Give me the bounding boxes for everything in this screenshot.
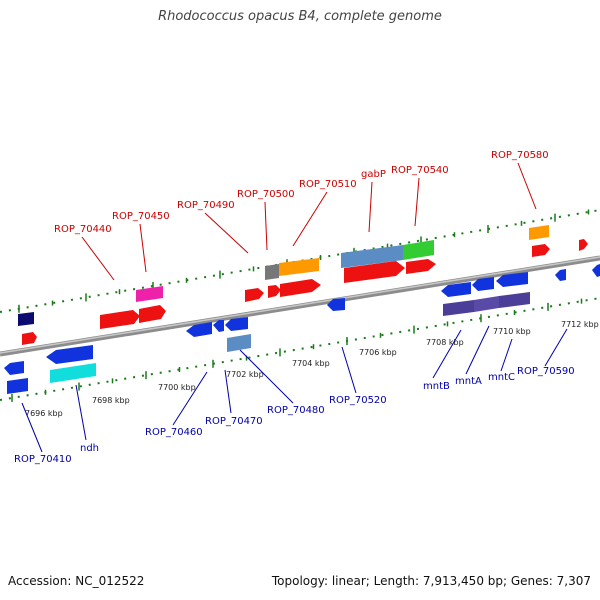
accession-text: Accession: NC_012522 <box>8 574 145 588</box>
reverse-strand-genes <box>4 264 600 394</box>
scale-labels: 7696 kbp 7698 kbp 7700 kbp 7702 kbp 7704… <box>25 320 599 418</box>
gene-label[interactable]: ROP_70480 <box>267 405 325 416</box>
gene-feature[interactable] <box>4 361 24 375</box>
gene-feature[interactable] <box>279 258 319 276</box>
genome-title: Rhodococcus opacus B4, complete genome <box>158 9 442 24</box>
gene-label[interactable]: ROP_70490 <box>177 200 235 211</box>
gene-feature[interactable] <box>474 296 499 312</box>
gene-feature[interactable] <box>579 239 588 251</box>
gene-feature[interactable] <box>268 285 281 298</box>
gene-feature[interactable] <box>443 300 474 316</box>
bottom-gene-labels: ROP_70410 ndh ROP_70460 ROP_70470 ROP_70… <box>14 366 575 465</box>
gene-feature[interactable] <box>100 310 140 329</box>
gene-feature[interactable] <box>280 279 321 297</box>
gene-feature[interactable] <box>227 334 251 352</box>
forward-strand-genes <box>18 225 588 345</box>
gene-label[interactable]: ROP_70410 <box>14 454 72 465</box>
gene-feature[interactable] <box>265 264 279 280</box>
gene-feature[interactable] <box>46 345 93 364</box>
gene-label[interactable]: gabP <box>361 169 386 180</box>
scale-label: 7710 kbp <box>493 327 531 336</box>
gene-label[interactable]: ROP_70590 <box>517 366 575 377</box>
gene-feature[interactable] <box>496 272 528 287</box>
gene-label[interactable]: mntA <box>455 376 482 387</box>
scale-label: 7706 kbp <box>359 348 397 357</box>
scale-label: 7702 kbp <box>226 370 264 379</box>
scale-label: 7708 kbp <box>426 338 464 347</box>
gene-feature[interactable] <box>341 245 403 268</box>
gene-feature[interactable] <box>441 282 471 297</box>
gene-label[interactable]: ROP_70470 <box>205 416 263 427</box>
gene-feature[interactable] <box>18 312 34 326</box>
top-label-leaders <box>81 162 537 281</box>
genome-summary: Topology: linear; Length: 7,913,450 bp; … <box>271 574 591 588</box>
chromosome-backbone-highlight <box>0 256 600 354</box>
scale-label: 7698 kbp <box>92 396 130 405</box>
gene-label[interactable]: mntB <box>423 381 450 392</box>
scale-label: 7696 kbp <box>25 409 63 418</box>
scale-label: 7712 kbp <box>561 320 599 329</box>
gene-feature[interactable] <box>327 298 345 311</box>
gene-label[interactable]: ROP_70540 <box>391 165 449 176</box>
gene-label[interactable]: ROP_70440 <box>54 224 112 235</box>
gene-feature[interactable] <box>592 264 600 277</box>
gene-label[interactable]: ROP_70580 <box>491 150 549 161</box>
gene-feature[interactable] <box>472 277 494 291</box>
top-gene-labels: ROP_70440 ROP_70450 ROP_70490 ROP_70500 … <box>54 150 549 235</box>
gene-feature[interactable] <box>344 261 405 283</box>
gene-feature[interactable] <box>7 378 28 394</box>
gene-feature[interactable] <box>139 305 166 323</box>
gene-label[interactable]: ROP_70520 <box>329 395 387 406</box>
gene-feature[interactable] <box>555 269 566 281</box>
gene-label[interactable]: ndh <box>80 443 99 454</box>
gene-feature[interactable] <box>406 259 436 274</box>
gene-label[interactable]: ROP_70450 <box>112 211 170 222</box>
gene-feature[interactable] <box>403 240 434 260</box>
gene-feature[interactable] <box>532 244 550 257</box>
gene-feature[interactable] <box>213 320 224 332</box>
gene-label[interactable]: mntC <box>488 372 515 383</box>
gene-feature[interactable] <box>225 317 248 331</box>
chromosome-backbone <box>0 255 600 357</box>
gene-feature[interactable] <box>529 225 549 240</box>
gene-feature[interactable] <box>22 332 37 345</box>
bottom-label-leaders <box>21 325 568 453</box>
gene-feature[interactable] <box>245 288 264 302</box>
gene-label[interactable]: ROP_70500 <box>237 189 295 200</box>
gene-feature[interactable] <box>136 286 163 302</box>
scale-label: 7704 kbp <box>292 359 330 368</box>
gene-label[interactable]: ROP_70510 <box>299 179 357 190</box>
gene-feature[interactable] <box>186 322 212 337</box>
gene-feature[interactable] <box>499 292 530 308</box>
gene-feature[interactable] <box>50 363 96 383</box>
scale-label: 7700 kbp <box>158 383 196 392</box>
gene-label[interactable]: ROP_70460 <box>145 427 203 438</box>
